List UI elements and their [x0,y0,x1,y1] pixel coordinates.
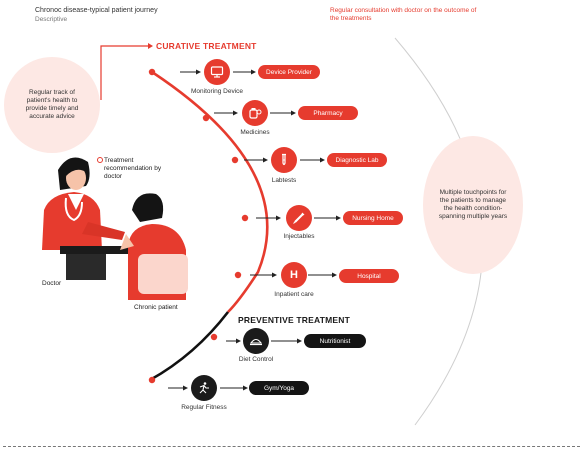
doctor-label: Doctor [42,280,62,287]
labtests-label: Labtests [271,177,297,184]
food-tray-icon [243,328,269,354]
desk [60,246,170,254]
pharmacy-pill: Pharmacy [298,106,358,120]
doctor-coat [42,192,102,250]
monitoring-device-label: Monitoring Device [190,88,244,95]
pills-icon [242,100,268,126]
chair [138,254,188,294]
medicines-label: Medicines [240,129,270,136]
hospital-pill: Hospital [339,269,399,283]
patient-hair [132,193,164,222]
doctor-collar [68,194,84,210]
device-provider-pill: Device Provider [258,65,320,79]
connector-fitness [148,376,248,391]
hospital-icon: H [281,262,307,288]
regular-fitness-label: Regular Fitness [181,404,227,411]
touchpoints-text: Multiple touchpoints for the patients to… [438,189,508,220]
diagnostic-lab-pill: Diagnostic Lab [327,153,387,167]
doctor-patient-illustration [42,157,188,300]
monitor-icon [204,59,230,85]
preventive-title: PREVENTIVE TREATMENT [238,315,350,325]
health-tracking-note: Regular track of patient's health to pro… [4,57,100,153]
treatment-recommendation: Treatment recommendation by doctor [104,157,162,180]
syringe-icon [286,205,312,231]
diagram-title: Chronoc disease-typical patient journey [35,7,158,14]
connector-diet [210,333,302,344]
connector-inpatient [234,271,337,279]
nursing-home-pill: Nursing Home [343,211,403,225]
touchpoints-note: Multiple touchpoints for the patients to… [423,136,523,274]
stethoscope [64,197,83,222]
inpatient-care-label: Inpatient care [274,291,314,298]
gym-yoga-pill: Gym/Yoga [249,381,309,395]
doctor-fringe [64,164,88,176]
curative-title: CURATIVE TREATMENT [156,41,257,51]
consultation-note: Regular consultation with doctor on the … [330,7,477,22]
curative-arc [151,70,269,313]
curative-arrow [100,45,148,100]
connector-device [148,68,256,76]
recommendation-marker [97,157,103,163]
diagram-subtitle: Descriptive [35,16,68,23]
curative-arrowhead [148,43,153,49]
preventive-arc [149,311,230,382]
diet-control-label: Diet Control [238,356,274,363]
injectables-label: Injectables [283,233,315,240]
patient-label: Chronic patient [134,304,178,311]
test-tube-icon [271,147,297,173]
connector-labtests [231,156,325,164]
health-tracking-text: Regular track of patient's health to pro… [25,89,79,120]
bottom-divider [3,446,580,447]
fitness-icon [191,375,217,401]
doctor-arm [82,222,125,240]
connector-medicines [202,110,296,122]
patient-arm [120,234,134,250]
desk-leg [66,254,106,280]
connector-injectables [241,214,341,222]
nutritionist-pill: Nutritionist [304,334,366,348]
